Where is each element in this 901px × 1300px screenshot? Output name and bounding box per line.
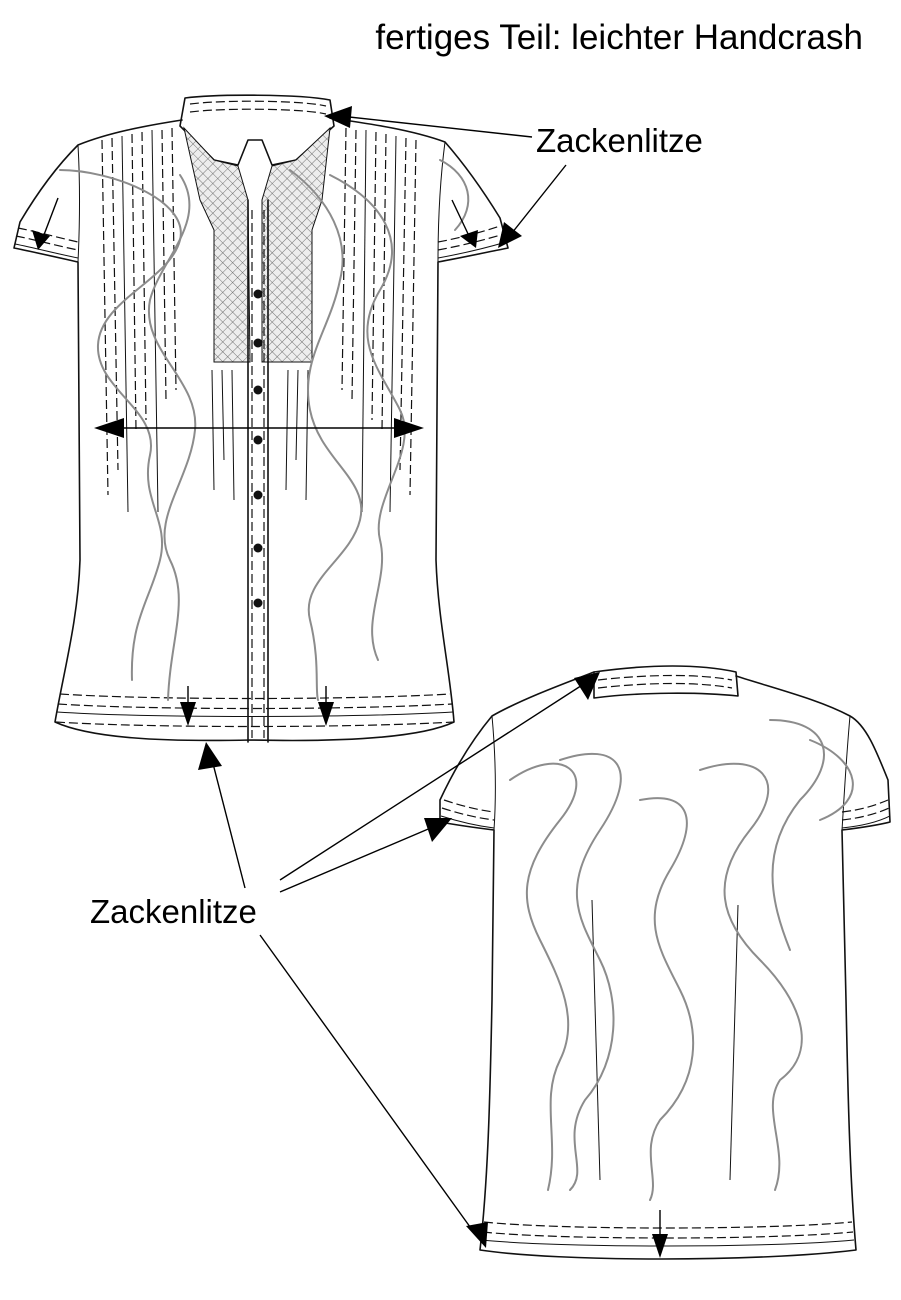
front-down-arrows	[32, 197, 478, 726]
front-view-blouse	[13, 94, 509, 743]
drawing-title: fertiges Teil: leichter Handcrash	[375, 18, 863, 57]
front-buttons	[253, 289, 263, 608]
label-zackenlitze-bottom: Zackenlitze	[90, 893, 257, 930]
arrowhead-back-hem	[466, 1222, 488, 1248]
arrowhead-back-sleeve	[424, 818, 452, 842]
front-placket	[247, 199, 269, 743]
button	[253, 598, 263, 608]
back-right-armhole	[841, 715, 851, 831]
front-right-armhole	[437, 141, 446, 263]
arrowhead-right-sleeve	[498, 222, 522, 248]
arrowhead-front-hem	[198, 742, 222, 770]
front-left-sleeve-trim	[14, 227, 79, 259]
button	[253, 435, 263, 445]
arrowhead-back-collar	[574, 672, 600, 700]
front-crash-lines	[59, 159, 470, 701]
back-right-sleeve-trim	[841, 799, 891, 829]
button	[253, 338, 263, 348]
back-collar	[593, 665, 739, 699]
button	[253, 289, 263, 299]
label-zackenlitze-top: Zackenlitze	[536, 122, 703, 159]
front-stand-collar	[179, 94, 335, 166]
front-right-yoke	[261, 126, 331, 363]
back-left-armhole	[491, 715, 496, 831]
collar-stitch	[189, 100, 327, 107]
front-left-armhole	[77, 144, 80, 263]
leader-lines	[198, 106, 600, 1248]
back-right-dart	[729, 904, 739, 1181]
back-left-dart	[591, 899, 601, 1181]
button	[253, 385, 263, 395]
back-body-outline	[439, 671, 891, 1260]
front-body-outline	[13, 117, 509, 742]
front-left-yoke	[183, 126, 251, 363]
arrowhead-collar	[324, 106, 352, 128]
back-view-blouse	[439, 665, 891, 1260]
back-down-arrow	[652, 1210, 668, 1258]
front-width-arrow	[94, 418, 424, 438]
button	[253, 490, 263, 500]
back-left-sleeve-trim	[440, 799, 495, 829]
front-hem-trim	[55, 693, 455, 728]
back-crash-lines	[509, 719, 854, 1201]
button	[253, 543, 263, 553]
front-left-pintucks	[101, 127, 235, 513]
